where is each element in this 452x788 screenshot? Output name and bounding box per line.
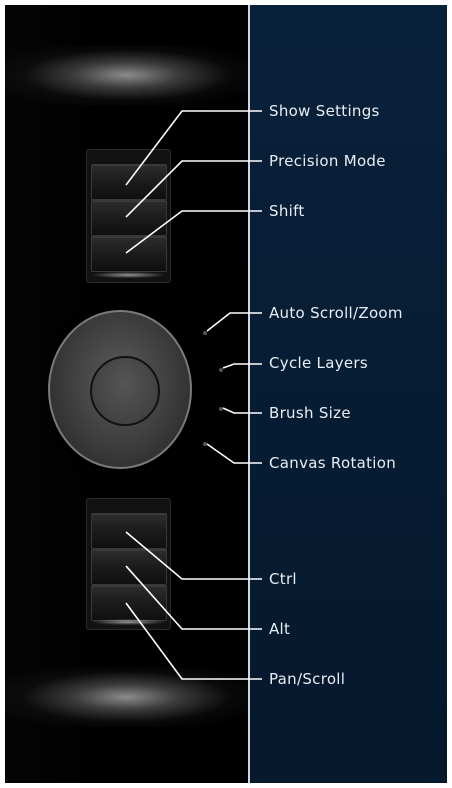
ring-indicator-cycle-layers (219, 368, 223, 372)
key-glow (93, 619, 164, 625)
label-show-settings: Show Settings (269, 102, 380, 120)
key-glow (93, 272, 164, 278)
bottom-sheen (5, 667, 248, 727)
label-auto-scroll-zoom: Auto Scroll/Zoom (269, 304, 403, 322)
leader-ctrl (125, 531, 262, 580)
ring-indicator-canvas-rotation (203, 442, 207, 446)
label-canvas-rotation: Canvas Rotation (269, 454, 397, 472)
label-pan-scroll: Pan/Scroll (269, 670, 346, 688)
leader-shift (125, 210, 262, 254)
leader-pan-scroll (125, 602, 262, 680)
leader-auto-scroll-zoom (206, 312, 262, 332)
label-precision-mode: Precision Mode (269, 152, 386, 170)
ring-indicator-auto-scroll (203, 331, 207, 335)
label-cycle-layers: Cycle Layers (269, 354, 368, 372)
leader-lines (125, 110, 262, 680)
leader-cycle-layers (222, 363, 262, 369)
label-area (250, 5, 447, 783)
leader-alt (125, 565, 262, 630)
label-alt: Alt (269, 620, 291, 638)
ring-indicator-brush-size (219, 407, 223, 411)
upper-express-keys (86, 149, 171, 283)
touch-ring-center-button[interactable] (90, 356, 160, 426)
top-sheen (5, 45, 248, 105)
leader-precision-mode (125, 160, 262, 218)
label-shift: Shift (269, 202, 305, 220)
diagram-frame: Show Settings Precision Mode Shift Auto … (5, 5, 447, 783)
lower-express-keys (86, 498, 171, 630)
touch-ring[interactable] (48, 310, 192, 469)
express-key-precision-mode[interactable] (91, 200, 167, 236)
label-brush-size: Brush Size (269, 404, 351, 422)
label-ctrl: Ctrl (269, 570, 297, 588)
express-key-ctrl[interactable] (91, 513, 167, 549)
leader-canvas-rotation (206, 443, 262, 464)
leader-show-settings (125, 110, 262, 186)
panel-divider (248, 5, 250, 783)
leader-brush-size (222, 407, 262, 414)
express-key-shift[interactable] (91, 236, 167, 272)
